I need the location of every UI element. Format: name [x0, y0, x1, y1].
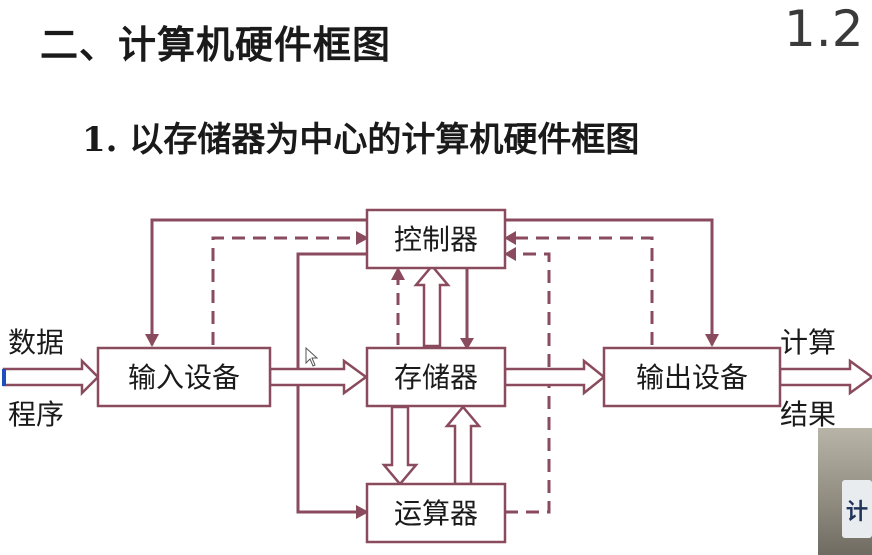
input-marker: [2, 369, 6, 386]
alu-label: 运算器: [394, 497, 478, 530]
arrowhead-to-alu-left: [356, 505, 369, 519]
input-label-data: 数据: [8, 326, 64, 359]
output-status-dashed-line: [512, 236, 654, 345]
memory-to-output-arrow: [503, 358, 607, 396]
input-status-dashed-line: [211, 236, 360, 345]
arrowhead-to-output: [705, 334, 719, 347]
result-out-arrow: [778, 358, 872, 396]
arrowhead-alu-status: [504, 247, 516, 261]
arrowhead-control-to-memory: [460, 338, 474, 350]
output-label-result: 结果: [780, 398, 836, 431]
data-in-arrow: [2, 357, 100, 397]
memory-box: [365, 346, 507, 408]
control-unit-label: 控制器: [394, 223, 478, 256]
control-to-input-line: [150, 218, 367, 345]
diagram-subtitle: 1. 以存储器为中心的计算机硬件框图: [82, 120, 640, 160]
video-thumbnail-overlay: 计: [818, 428, 872, 555]
arrowhead-to-input: [145, 334, 159, 347]
control-to-output-line: [505, 218, 714, 345]
video-screen: 计: [842, 480, 872, 538]
arrowhead-memory-status: [391, 267, 405, 280]
input-label-program: 程序: [8, 398, 64, 431]
section-number: 1.2: [784, 0, 864, 58]
output-device-label: 输出设备: [636, 361, 748, 394]
section-title: 二、计算机硬件框图: [40, 23, 392, 67]
alu-box: [365, 482, 507, 544]
alu-to-memory-arrow: [444, 405, 482, 486]
input-device-box: [96, 346, 272, 408]
mouse-cursor-icon: [305, 347, 319, 367]
input-to-memory-arrow: [268, 358, 369, 396]
arrowhead-output-status: [504, 231, 516, 245]
output-label-compute: 计算: [780, 326, 836, 359]
arrowhead-input-status: [356, 231, 369, 245]
memory-to-alu-arrow: [381, 405, 419, 486]
memory-to-control-arrow: [413, 264, 451, 348]
video-screen-char: 计: [846, 500, 869, 525]
input-device-label: 输入设备: [128, 361, 240, 394]
memory-label: 存储器: [394, 361, 478, 394]
control-unit-box: [365, 208, 507, 270]
output-device-box: [602, 346, 782, 408]
